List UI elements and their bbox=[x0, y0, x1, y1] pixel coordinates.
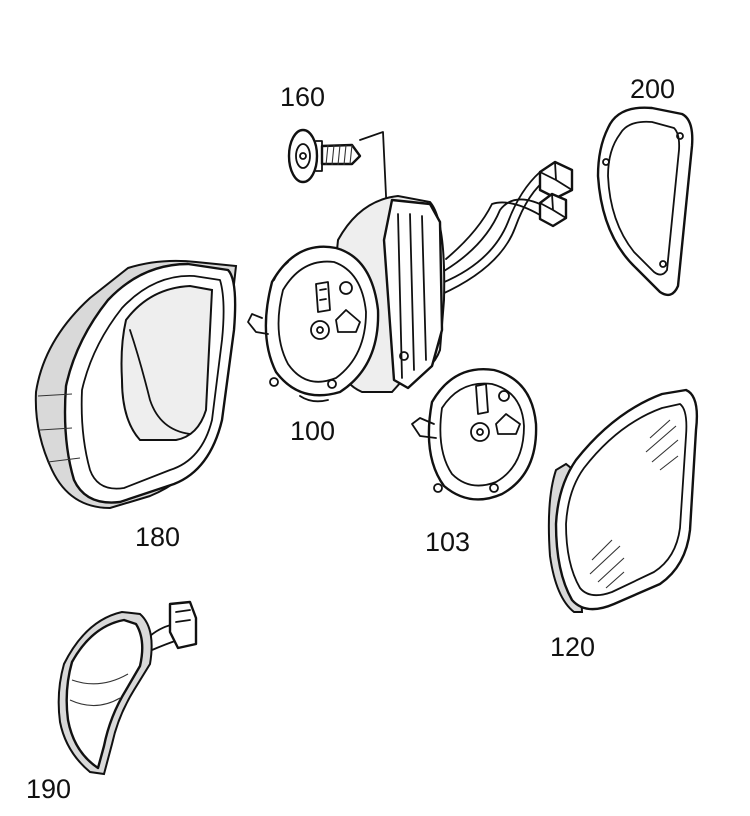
label-120: 120 bbox=[550, 632, 595, 662]
label-100: 100 bbox=[290, 416, 335, 446]
label-180: 180 bbox=[135, 522, 180, 552]
part-190-turn-signal bbox=[57, 600, 198, 776]
part-103-motor-disc bbox=[411, 368, 538, 501]
label-190: 190 bbox=[26, 774, 71, 804]
part-120-mirror-glass bbox=[547, 388, 699, 613]
label-160: 160 bbox=[280, 82, 325, 112]
label-200: 200 bbox=[630, 74, 675, 104]
part-160-screw bbox=[287, 128, 362, 184]
label-103: 103 bbox=[425, 527, 470, 557]
part-180-mirror-frame bbox=[34, 259, 238, 510]
part-200-cover-ring bbox=[596, 106, 694, 297]
part-100-motor-housing bbox=[247, 160, 574, 403]
